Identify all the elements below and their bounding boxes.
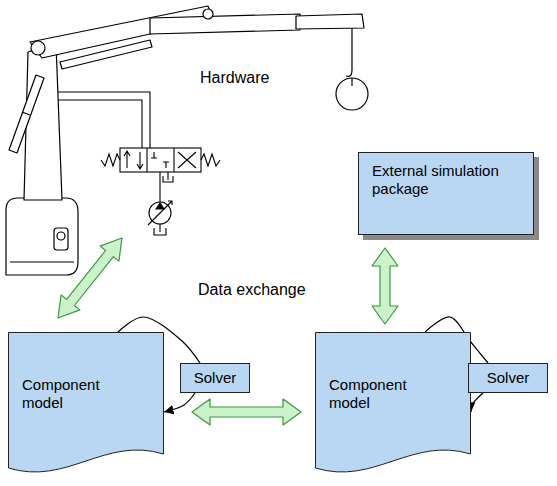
solver-box: Solver	[468, 363, 548, 393]
data-exchange-arrow	[192, 399, 301, 425]
box-outline	[181, 364, 250, 393]
outer-boom-extension	[296, 14, 364, 29]
boom-cylinder	[60, 40, 152, 69]
crane-drawing	[6, 6, 368, 275]
solver-loop-arrow	[471, 393, 483, 412]
component-model-document: Component model	[315, 332, 471, 478]
component-model-document: Component model	[8, 332, 164, 478]
diagram-label: Hardware	[198, 68, 271, 87]
lift-cylinder	[22, 112, 30, 115]
valve-arrow	[137, 152, 143, 169]
lift-cylinder	[9, 75, 44, 153]
hook	[346, 62, 352, 76]
valve-spring	[201, 154, 220, 166]
valve-symbol	[120, 148, 201, 172]
hook-wire	[351, 28, 352, 62]
boom-joint	[203, 9, 213, 19]
pump-symbol	[149, 202, 171, 224]
data-exchange-arrow	[58, 238, 122, 318]
hydraulic-line	[58, 100, 142, 148]
valve-block	[151, 152, 169, 168]
box-outline	[469, 364, 548, 393]
node-body: Component model	[315, 332, 471, 478]
box-outline	[359, 153, 534, 235]
tank-line	[154, 224, 166, 235]
hydraulic-line	[58, 92, 150, 148]
box-text: Solver	[186, 369, 244, 387]
hydraulic-circuit	[58, 92, 220, 235]
solver-box: Solver	[180, 363, 250, 393]
box-text: Solver	[474, 369, 542, 387]
crane-column	[24, 44, 62, 200]
box-text: Component model	[22, 376, 132, 412]
solver-loop-arrow	[164, 393, 195, 412]
valve-symbol	[146, 148, 147, 172]
valve-symbol	[173, 148, 174, 172]
pump-symbol	[156, 203, 164, 209]
crane-base-detail	[10, 261, 74, 262]
outer-boom	[150, 14, 300, 34]
crane-base	[6, 198, 78, 275]
document-outline	[316, 333, 471, 472]
hydraulic-line	[159, 172, 160, 202]
crane-base-detail	[54, 228, 68, 250]
node-body: Component model	[8, 332, 164, 478]
valve-arrow	[178, 152, 196, 168]
boom-joint	[31, 41, 45, 55]
box-text: Component model	[329, 376, 439, 412]
valve-spring	[101, 154, 120, 166]
node-body: Solver	[468, 363, 548, 393]
crane-base-detail	[57, 232, 65, 240]
tank-line	[163, 172, 173, 182]
document-outline	[9, 333, 164, 472]
load-weight	[351, 78, 352, 86]
diagram-label: Data exchange	[196, 280, 308, 299]
valve-arrow	[124, 151, 130, 168]
node-body: Solver	[180, 363, 250, 393]
box-text: External simulation package	[372, 162, 522, 198]
load-weight	[336, 78, 368, 110]
simulation-package-box: External simulation package	[358, 152, 534, 235]
data-exchange-arrow	[372, 248, 398, 324]
pump-symbol	[148, 201, 172, 225]
node-body: External simulation package	[358, 152, 534, 235]
